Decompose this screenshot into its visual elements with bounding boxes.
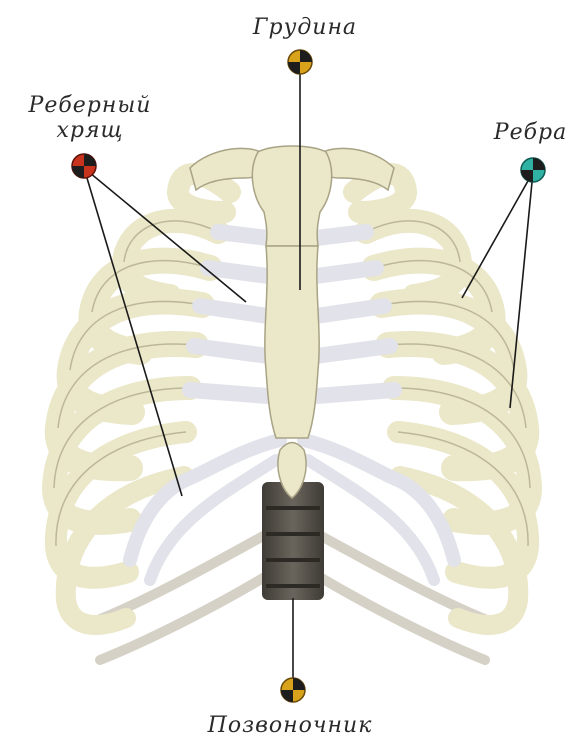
spine xyxy=(262,482,324,600)
marker-ribs-icon xyxy=(521,158,545,182)
label-costal-cartilage-line1: Реберный xyxy=(10,93,170,118)
label-costal-cartilage: Реберный хрящ xyxy=(10,93,170,143)
right-ribs xyxy=(354,174,530,625)
marker-sternum-icon xyxy=(288,50,312,74)
marker-cartilage-icon xyxy=(72,154,96,178)
marker-spine-icon xyxy=(281,678,305,702)
label-ribs: Ребра xyxy=(478,121,583,145)
label-sternum: Грудина xyxy=(230,16,380,40)
label-costal-cartilage-line2: хрящ xyxy=(10,118,170,143)
left-ribs xyxy=(54,174,230,625)
label-spine: Позвоночник xyxy=(180,714,400,738)
